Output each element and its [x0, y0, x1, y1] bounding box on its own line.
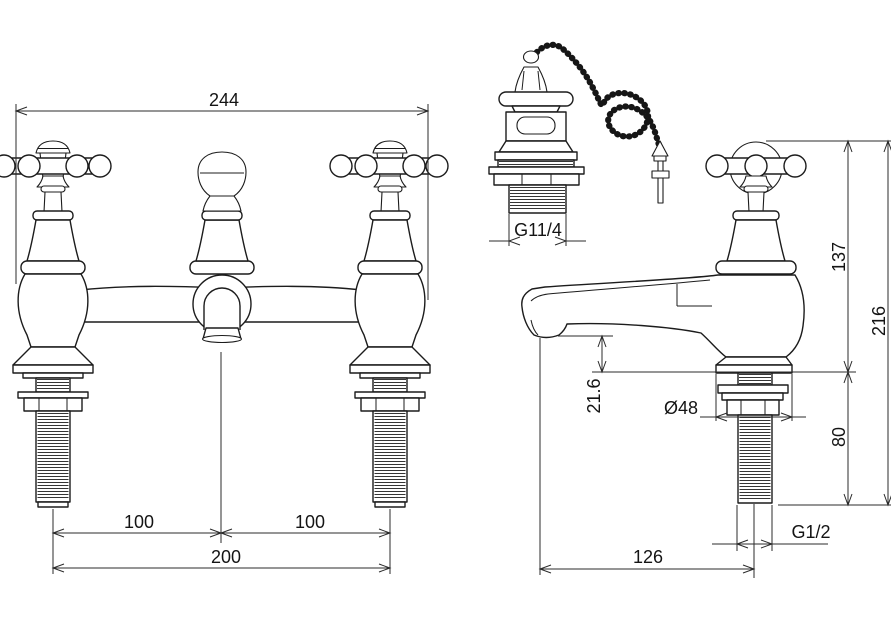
- waste-plug-assembly: [488, 41, 670, 214]
- dim-label-flange-diameter: Ø48: [664, 398, 698, 418]
- side-view: [521, 141, 856, 504]
- dimension-annotations: 244 100 100 200 G11/4: [14, 90, 891, 578]
- dim-label-left-spacing: 100: [124, 512, 154, 532]
- dimension-overall-width: 244: [14, 90, 430, 300]
- dimension-waste-thread: G11/4: [489, 214, 586, 246]
- dimension-inlet-thread: G1/2: [712, 505, 831, 551]
- dimension-shank-80: 80: [829, 370, 853, 507]
- dim-label-overall-width: 244: [209, 90, 239, 110]
- dimension-overall-height-216: 216: [778, 139, 891, 507]
- dim-label-spout-clearance: 21.6: [584, 378, 604, 413]
- front-view: [0, 141, 448, 507]
- dim-label-overall-height: 216: [869, 306, 889, 336]
- dimension-flange-diameter: Ø48: [664, 374, 806, 422]
- dim-label-deck-to-handle-top: 137: [829, 242, 849, 272]
- pillar-left: [0, 141, 111, 507]
- centre-knob: [197, 151, 247, 197]
- pillar-right: [330, 141, 448, 507]
- dim-label-spout-reach: 126: [633, 547, 663, 567]
- dimension-tail-spacing: 100 100 200: [51, 352, 392, 574]
- side-body-and-spout: [521, 274, 805, 358]
- dim-label-waste-thread: G11/4: [514, 220, 562, 240]
- dimension-spout-clearance: 21.6: [558, 334, 613, 414]
- dimension-spout-reach: 126: [538, 338, 756, 578]
- dim-label-shank-length: 80: [829, 427, 849, 447]
- basin-plug: [514, 50, 548, 93]
- dim-label-right-spacing: 100: [295, 512, 325, 532]
- dim-label-inlet-thread: G1/2: [791, 522, 830, 542]
- dimension-height-137: 137: [766, 139, 891, 374]
- dim-label-tail-centres: 200: [211, 547, 241, 567]
- waste-body: [488, 91, 585, 214]
- chain-stay: [651, 140, 670, 204]
